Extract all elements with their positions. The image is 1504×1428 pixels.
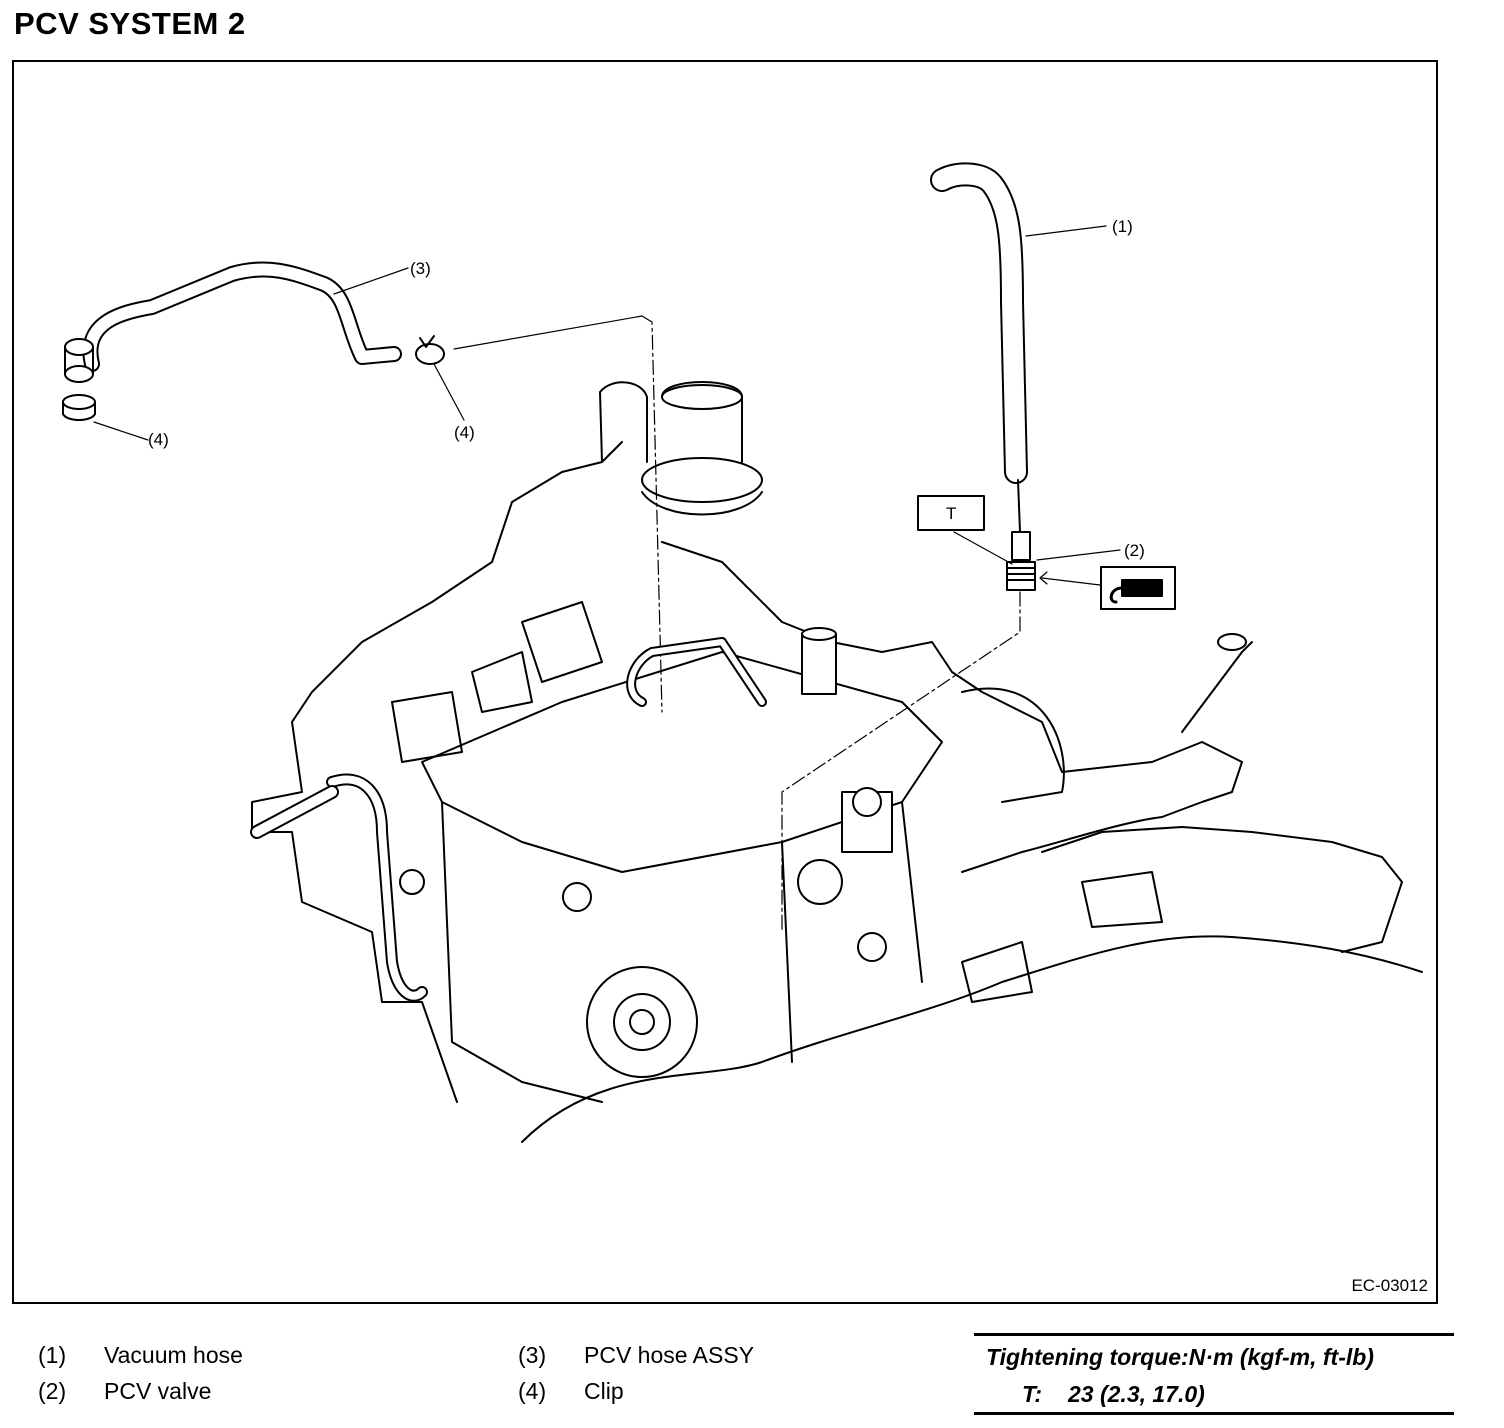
engine-block (250, 381, 1423, 1143)
torque-value: 23 (2.3, 17.0) (1068, 1381, 1205, 1407)
callout-4-middle: (4) (454, 423, 475, 442)
pcv-hose-assy (64, 261, 402, 383)
figure-id: EC-03012 (1351, 1276, 1428, 1295)
torque-symbol: T: (1022, 1381, 1043, 1407)
clip-middle (415, 335, 445, 365)
diagram-frame: (1) (2) (3) (4) (4) T EC-03012 (12, 60, 1438, 1304)
page-title: PCV SYSTEM 2 (14, 6, 246, 41)
torque-value-row: T: 23 (2.3, 17.0) (1022, 1381, 1205, 1408)
torque-header: Tightening torque:N·m (kgf-m, ft-lb) (986, 1344, 1374, 1370)
callout-3: (3) (410, 259, 431, 278)
grease-symbol (1100, 566, 1176, 610)
legend-num: (4) (518, 1378, 547, 1404)
legend-num: (2) (38, 1378, 67, 1404)
legend-num: (3) (518, 1342, 547, 1368)
clip-left (62, 394, 96, 421)
torque-box-label: T (946, 504, 956, 523)
torque-box (917, 495, 985, 531)
legend-item-4: (4) Clip (518, 1378, 918, 1408)
leader-lines (93, 225, 1121, 933)
callout-1: (1) (1112, 217, 1133, 236)
legend-label: Vacuum hose (104, 1342, 243, 1368)
vacuum-hose (930, 162, 1028, 533)
callout-2: (2) (1124, 541, 1145, 560)
legend-item-1: (1) Vacuum hose (38, 1342, 438, 1372)
legend-item-3: (3) PCV hose ASSY (518, 1342, 918, 1372)
legend-num: (1) (38, 1342, 67, 1368)
torque-spec: Tightening torque:N·m (kgf-m, ft-lb) T: 2… (974, 1333, 1454, 1415)
legend-label: PCV valve (104, 1378, 212, 1404)
legend-item-2: (2) PCV valve (38, 1378, 438, 1408)
engine-diagram: (1) (2) (3) (4) (4) T (62, 162, 1423, 1143)
legend-label: Clip (584, 1378, 624, 1404)
pcv-valve (1006, 531, 1036, 591)
legend-label: PCV hose ASSY (584, 1342, 755, 1368)
callout-4-left: (4) (148, 430, 169, 449)
